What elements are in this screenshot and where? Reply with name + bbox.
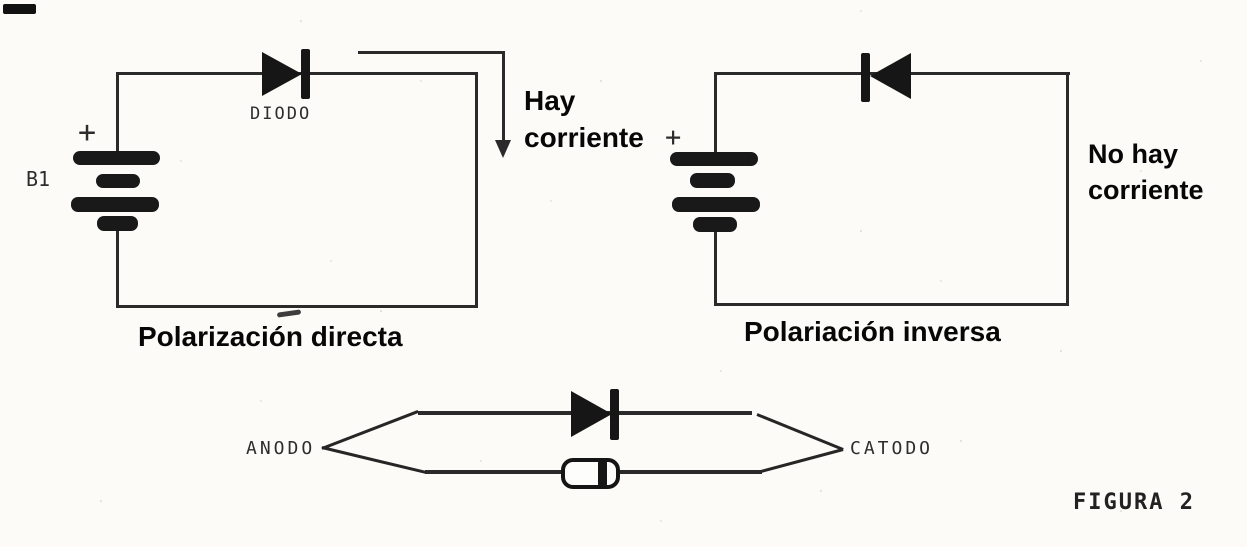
wire-right [1066, 72, 1069, 306]
battery-plate-long [672, 197, 760, 212]
battery-plate-long [670, 152, 758, 166]
wire-left-lower [116, 229, 119, 308]
no-current-annotation: No hay corriente [1088, 136, 1204, 208]
current-annotation: Hay corriente [524, 82, 644, 156]
battery-plate-short [96, 174, 140, 188]
battery-plate-short [97, 216, 138, 231]
current-annotation-line1: Hay [524, 85, 576, 116]
wire-bottom [117, 305, 478, 308]
anode-label: ANODO [246, 438, 316, 459]
battery-plate-short [693, 217, 737, 232]
current-arrow-vertical [502, 51, 505, 146]
wire-left-upper [116, 72, 119, 154]
battery-plate-long [71, 197, 159, 212]
diode-package-band [598, 461, 607, 486]
reverse-caption: Polariación inversa [744, 316, 1001, 347]
figure-caption: FIGURA 2 [1073, 490, 1195, 515]
diode-symbol-reverse [870, 53, 911, 99]
anode-branch-lower [321, 446, 427, 474]
diode-cathode-bar [861, 53, 870, 102]
wire-left-lower [714, 231, 717, 306]
current-arrow-head [495, 140, 511, 158]
cathode-branch-lower [760, 448, 844, 473]
no-current-annotation-line2: corriente [1088, 175, 1204, 205]
wire-left-upper [714, 72, 717, 154]
battery-plus-sign: + [78, 115, 97, 150]
cathode-branch-upper [756, 413, 844, 451]
wire-bottom [714, 303, 1069, 306]
diode-symbol [571, 391, 612, 437]
diode-cathode-bar [301, 49, 310, 99]
anode-branch-upper [321, 410, 419, 450]
battery-plate-short [690, 173, 735, 188]
wire-right [475, 72, 478, 308]
battery-label: B1 [26, 167, 51, 191]
current-annotation-line2: corriente [524, 122, 644, 153]
forward-caption: Polarización directa [138, 321, 403, 352]
diode-package-body [561, 458, 620, 489]
no-current-annotation-line1: No hay [1088, 139, 1179, 169]
diode-symbol-forward [262, 52, 302, 96]
diode-label: DIODO [250, 104, 312, 124]
battery-plus-sign: + [665, 122, 682, 153]
scan-artifact-mark [3, 4, 36, 14]
scan-artifact-dash [276, 309, 302, 318]
cathode-label: CATODO [850, 438, 934, 459]
battery-plate-long [73, 151, 160, 165]
current-arrow-horizontal [358, 51, 505, 54]
diode-cathode-bar [610, 389, 619, 440]
